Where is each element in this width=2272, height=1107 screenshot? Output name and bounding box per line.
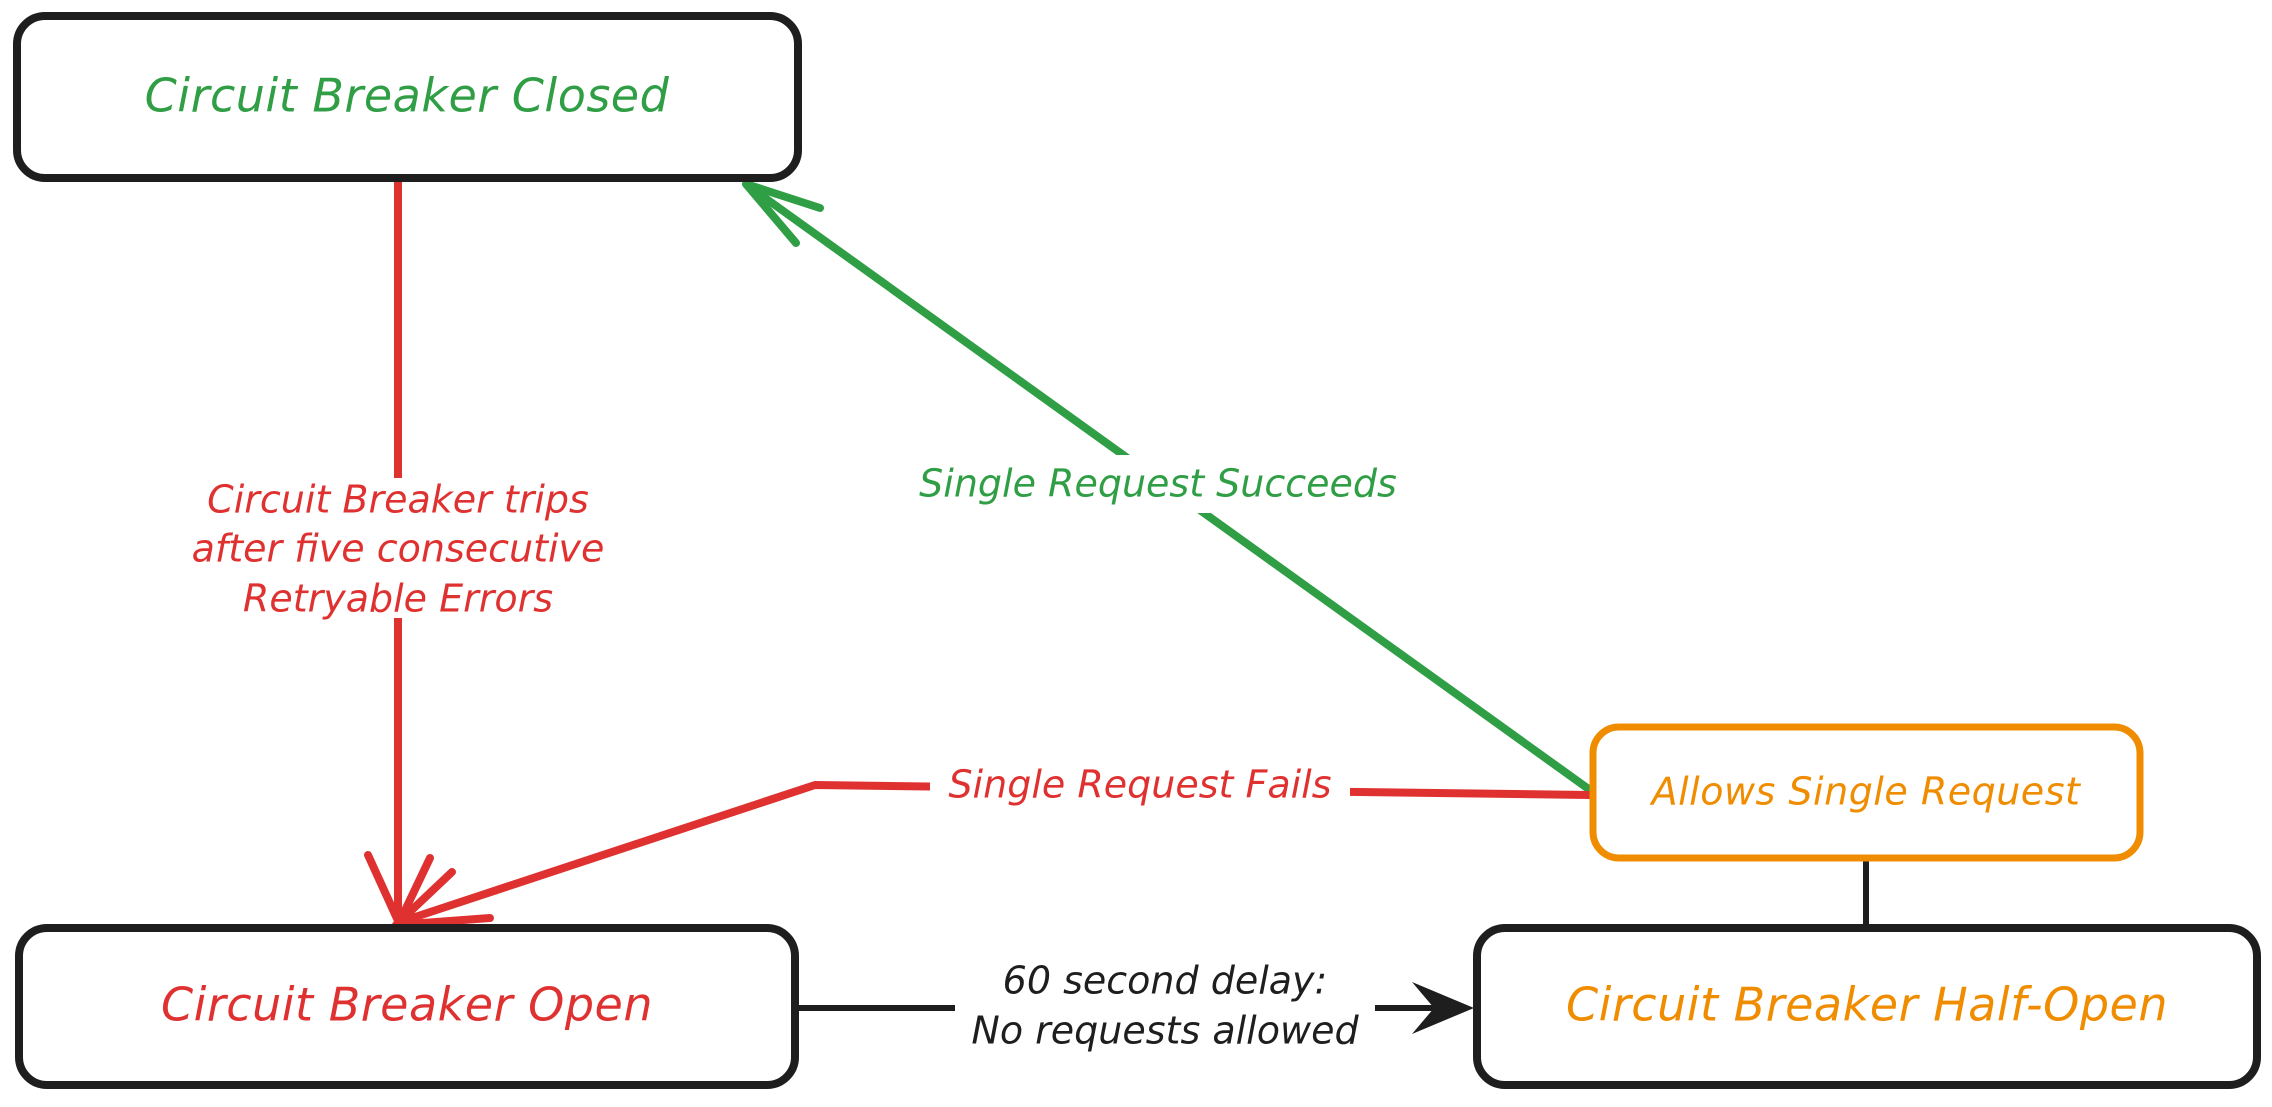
edge-label-allows-to-closed: Single Request Succeeds (910, 455, 1405, 513)
node-circuit-breaker-open[interactable]: Circuit Breaker Open (15, 924, 799, 1089)
edge-label-open-to-half-open-bg (955, 955, 1375, 1063)
edge-label-closed-to-open-line2: after five consecutive (192, 527, 605, 571)
edge-label-allows-to-open-text: Single Request Fails (948, 763, 1331, 807)
edge-label-open-to-half-open: 60 second delay: No requests allowed (955, 955, 1375, 1063)
node-circuit-breaker-open-label: Circuit Breaker Open (161, 978, 653, 1032)
node-circuit-breaker-open-box[interactable] (15, 924, 799, 1089)
edge-allows-to-closed-arrowhead (742, 180, 824, 247)
edge-label-open-to-half-open-line1: 60 second delay: (1003, 959, 1328, 1003)
node-circuit-breaker-half-open-label: Circuit Breaker Half-Open (1566, 978, 2168, 1032)
node-allows-single-request-box[interactable] (1589, 723, 2144, 862)
edge-label-closed-to-open-line1: Circuit Breaker trips (207, 478, 589, 522)
edge-label-allows-to-closed-bg (910, 455, 1405, 513)
node-allows-single-request-label: Allows Single Request (1649, 770, 2082, 814)
edge-label-closed-to-open-line3: Retryable Errors (243, 577, 553, 621)
edge-label-closed-to-open: Circuit Breaker trips after five consecu… (178, 478, 604, 621)
edge-label-allows-to-closed-text: Single Request Succeeds (919, 462, 1397, 506)
edge-label-closed-to-open-bg (178, 478, 598, 618)
node-circuit-breaker-closed-box[interactable] (13, 12, 802, 182)
node-circuit-breaker-closed-label: Circuit Breaker Closed (145, 69, 670, 123)
node-circuit-breaker-closed[interactable]: Circuit Breaker Closed (13, 12, 802, 182)
node-circuit-breaker-half-open[interactable]: Circuit Breaker Half-Open (1473, 924, 2261, 1089)
node-circuit-breaker-half-open-box[interactable] (1473, 924, 2261, 1089)
edge-open-to-half-open-arrowhead (1412, 982, 1474, 1034)
edge-label-allows-to-open: Single Request Fails (930, 760, 1350, 814)
node-allows-single-request[interactable]: Allows Single Request (1589, 723, 2144, 862)
edge-label-open-to-half-open-line2: No requests allowed (971, 1009, 1359, 1053)
edge-label-allows-to-open-bg (930, 760, 1350, 814)
